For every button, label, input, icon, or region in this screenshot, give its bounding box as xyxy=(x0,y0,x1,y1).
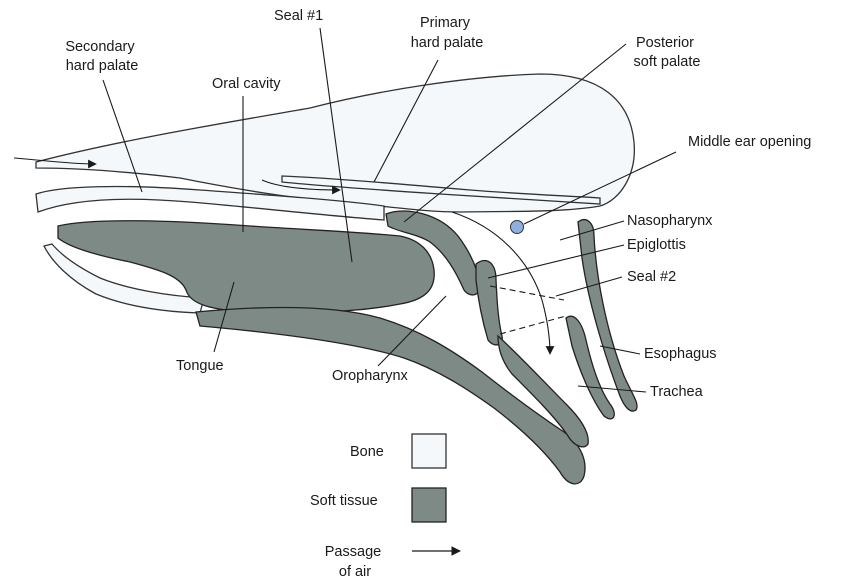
legend-bone-swatch xyxy=(412,434,446,468)
middle-ear-dot xyxy=(511,221,524,234)
label-oral-cavity: Oral cavity xyxy=(212,76,281,92)
label-seal-2: Seal #2 xyxy=(627,269,676,285)
label-primary-hard-palate: Primary hard palate xyxy=(411,15,484,51)
seal-2-dashed-lower xyxy=(500,316,566,334)
pharynx-wall-shape xyxy=(196,307,585,483)
label-esophagus: Esophagus xyxy=(644,346,717,362)
legend-soft-tissue-swatch xyxy=(412,488,446,522)
legend-air-label: Passage of air xyxy=(325,544,385,580)
label-middle-ear-opening: Middle ear opening xyxy=(688,134,811,150)
legend: Bone Soft tissue Passage of air xyxy=(310,434,460,580)
label-posterior-soft-palate: Posterior soft palate xyxy=(634,35,701,70)
legend-soft-tissue-label: Soft tissue xyxy=(310,493,378,509)
label-tongue: Tongue xyxy=(176,358,224,374)
label-epiglottis: Epiglottis xyxy=(627,237,686,253)
label-nasopharynx: Nasopharynx xyxy=(627,213,713,229)
seal-2-dashed-upper xyxy=(490,286,564,300)
label-secondary-hard-palate: Secondary hard palate xyxy=(65,39,138,74)
label-trachea: Trachea xyxy=(650,384,704,400)
label-seal-1: Seal #1 xyxy=(274,8,323,24)
epiglottis-shape xyxy=(476,261,502,345)
label-oropharynx: Oropharynx xyxy=(332,368,409,384)
legend-bone-label: Bone xyxy=(350,444,384,460)
